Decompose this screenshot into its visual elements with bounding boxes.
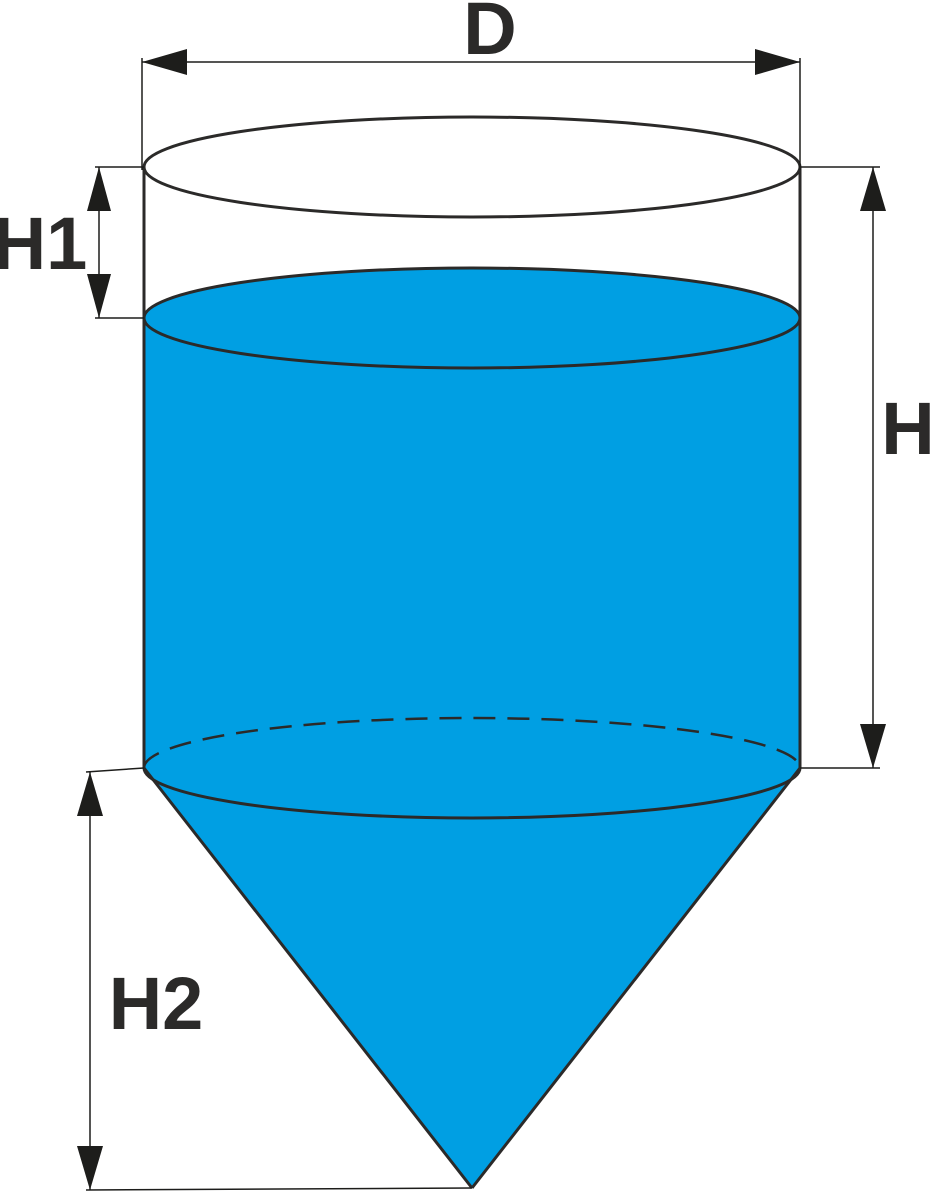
diameter-arrow-right: [755, 49, 800, 75]
height-arrow-bottom: [860, 724, 886, 768]
dimension-diameter: [141, 58, 801, 170]
cone-arrow-bottom: [77, 1146, 103, 1190]
freeboard-arrow-top: [87, 167, 111, 211]
cone-extension-bottom: [85, 1187, 473, 1191]
diameter-arrow-left: [142, 49, 187, 75]
freeboard-label: H1: [0, 202, 87, 285]
cone-right-edge: [470, 767, 802, 1189]
liquid-surface: [142, 266, 802, 370]
tank-top-rim: [142, 115, 802, 219]
dimension-cone-height: [85, 767, 473, 1191]
cone-arrow-top: [77, 772, 103, 816]
cylinder-base-front-arc: [142, 767, 802, 820]
freeboard-arrow-bottom: [87, 274, 111, 318]
cone-left-edge: [142, 767, 474, 1189]
height-label: H: [881, 387, 931, 470]
diameter-label: D: [463, 0, 516, 70]
liquid: [142, 266, 802, 1188]
dimension-total-height: [800, 166, 880, 769]
cone-height-label: H2: [109, 962, 204, 1045]
height-arrow-top: [860, 167, 886, 211]
cone-extension-top: [85, 767, 145, 773]
tank-outline: [142, 115, 802, 1189]
liquid-cone-body: [144, 768, 800, 1188]
cylinder-base-back-arc: [142, 716, 802, 769]
liquid-cylinder-body: [144, 318, 800, 818]
